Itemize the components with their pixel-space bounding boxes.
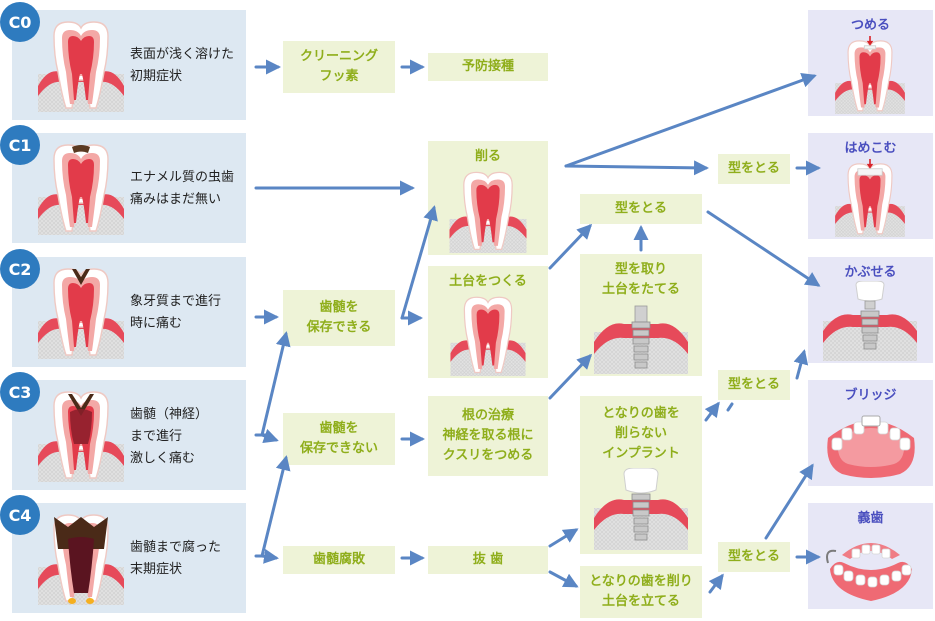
tooth-c4-icon [38,509,124,605]
stage-c1-label: エナメル質の虫歯 痛みはまだ無い [130,170,235,207]
arrow-impression-bridge [764,463,814,540]
tooth-core-icon [446,292,530,376]
step-prevention: 予防接種 [428,53,548,81]
step-pulp-rotten: 歯髄腐敗 [283,546,395,574]
result-bridge: ブリッジ [808,380,933,486]
crown-implant-icon [823,281,917,361]
bridge-icon [827,415,915,478]
stage-c0-panel: 表面が浅く溶けた 初期症状 [12,10,246,120]
implant-crown-icon [594,468,688,550]
step-impression-c4: 型をとる [718,542,790,572]
arrow-implant-impression [704,401,720,422]
result-filling-label: つめる [850,18,890,33]
step-pulp-not-saveable: 歯髄を 保存できない [283,413,395,465]
result-denture: 義歯 [808,503,933,609]
stage-c4-badge: C4 [0,495,40,535]
arrow-extraction-implant [548,528,579,548]
stage-c1-badge: C1 [0,125,40,165]
stage-c0-label: 表面が浅く溶けた 初期症状 [130,47,235,84]
result-crown-label: かぶせる [844,265,897,280]
stage-c3-panel: 歯髄（神経） まで進行 激しく痛む [12,380,246,490]
result-bridge-label: ブリッジ [844,388,897,403]
step-impression-top: 型をとる [718,154,790,184]
step-pulp-saveable: 歯髄を 保存できる [283,290,395,346]
step-impression-c3: 型をとる [718,370,790,400]
step-shave-label: 削る [474,149,501,164]
stage-c2-badge: C2 [0,249,40,289]
arrow-stub [726,402,734,412]
tooth-c1-icon [38,139,124,235]
arrow-shave-impression [564,160,709,176]
tooth-c3-icon [38,386,124,482]
step-build-core: 土台をつくる [428,266,548,378]
step-root-canal: 根の治療 神経を取る根に クスリをつめる [428,396,548,476]
step-extraction: 抜 歯 [428,546,548,574]
arrow-c4-rotten [260,548,279,564]
arrow-impression-crown [706,210,821,287]
tooth-c2-icon [38,263,124,359]
step-implant-no-shave: となりの歯を 削らない インプラント [580,396,702,554]
stage-c3-badge: C3 [0,372,40,412]
stage-c4-panel: 歯髄まで腐った 末期症状 [12,503,246,613]
step-build-core-label: 土台をつくる [449,274,527,289]
tooth-shaved-icon [446,167,530,253]
arrow-neighbor-impression [708,573,724,594]
result-filling: つめる [808,10,933,116]
stage-c2-label: 象牙質まで進行 時に痛む [130,294,222,331]
stage-c3-label: 歯髄（神経） まで進行 激しく痛む [130,407,209,466]
step-shave: 削る [428,141,548,255]
result-inlay: はめこむ [808,133,933,239]
arrow-impression-crown2 [793,349,809,380]
step-implant-core-label: 型を取り 土台をたてる [601,262,680,297]
arrow-c4-not-saveable [260,455,291,558]
implant-post-icon [594,305,688,374]
stage-c0-badge: C0 [0,2,40,42]
stage-c2-panel: 象牙質まで進行 時に痛む [12,257,246,367]
tooth-c0-icon [38,16,124,112]
stage-c4-label: 歯髄まで腐った 末期症状 [130,540,222,577]
result-inlay-label: はめこむ [844,141,897,156]
step-implant-no-shave-label: となりの歯を 削らない インプラント [602,406,680,461]
arrow-c3-not-saveable [260,428,279,444]
arrow-shave-filling [564,73,817,168]
step-implant-core: 型を取り 土台をたてる [580,254,702,376]
stage-c1-panel: エナメル質の虫歯 痛みはまだ無い [12,133,246,243]
filling-icon [828,36,912,114]
arrow-extraction-neighbor [548,570,579,588]
result-crown: かぶせる [808,257,933,363]
inlay-icon [828,159,912,237]
step-shave-neighbor: となりの歯を削り 土台を立てる [580,566,702,618]
step-impression-mid: 型をとる [580,194,702,224]
result-denture-label: 義歯 [857,511,884,526]
denture-icon [826,543,912,601]
step-cleaning-fluoride: クリーニング フッ素 [283,41,395,93]
